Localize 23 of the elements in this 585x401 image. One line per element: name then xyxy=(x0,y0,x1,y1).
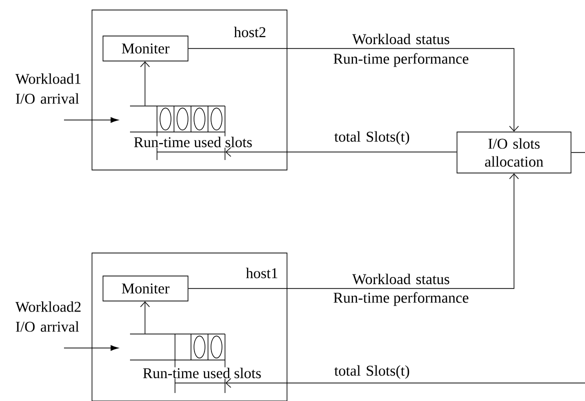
arrow xyxy=(225,147,457,157)
edge-label: total Slots(t) xyxy=(334,365,410,379)
edge-label: total Slots(t) xyxy=(334,131,410,145)
edge-label: Workload status xyxy=(352,274,450,284)
arrow xyxy=(188,173,519,289)
edge-label: Workload2 I/O arrival xyxy=(15,301,81,332)
node-label: Run-time used slots xyxy=(134,136,252,148)
arrow xyxy=(140,301,150,334)
node-label: Run-time used slots xyxy=(143,368,261,378)
arrow xyxy=(225,152,585,388)
monitor-box: Moniter xyxy=(102,276,188,302)
edge-label: Workload1 I/O arrival xyxy=(15,73,80,104)
process-box: I/O slots allocation xyxy=(456,132,572,174)
monitor-box: Moniter xyxy=(102,36,188,62)
queue-drawing: Run-time used slots xyxy=(130,334,262,394)
annotation-text: Run-time performance xyxy=(334,53,468,67)
queue-drawing: Run-time used slots xyxy=(130,106,253,160)
annotation-text: Run-time performance xyxy=(334,292,468,306)
arrow xyxy=(188,48,519,132)
arrow xyxy=(140,61,150,106)
arrow xyxy=(64,117,118,123)
arrow xyxy=(64,345,118,351)
edge-label: Workload status xyxy=(352,34,450,44)
